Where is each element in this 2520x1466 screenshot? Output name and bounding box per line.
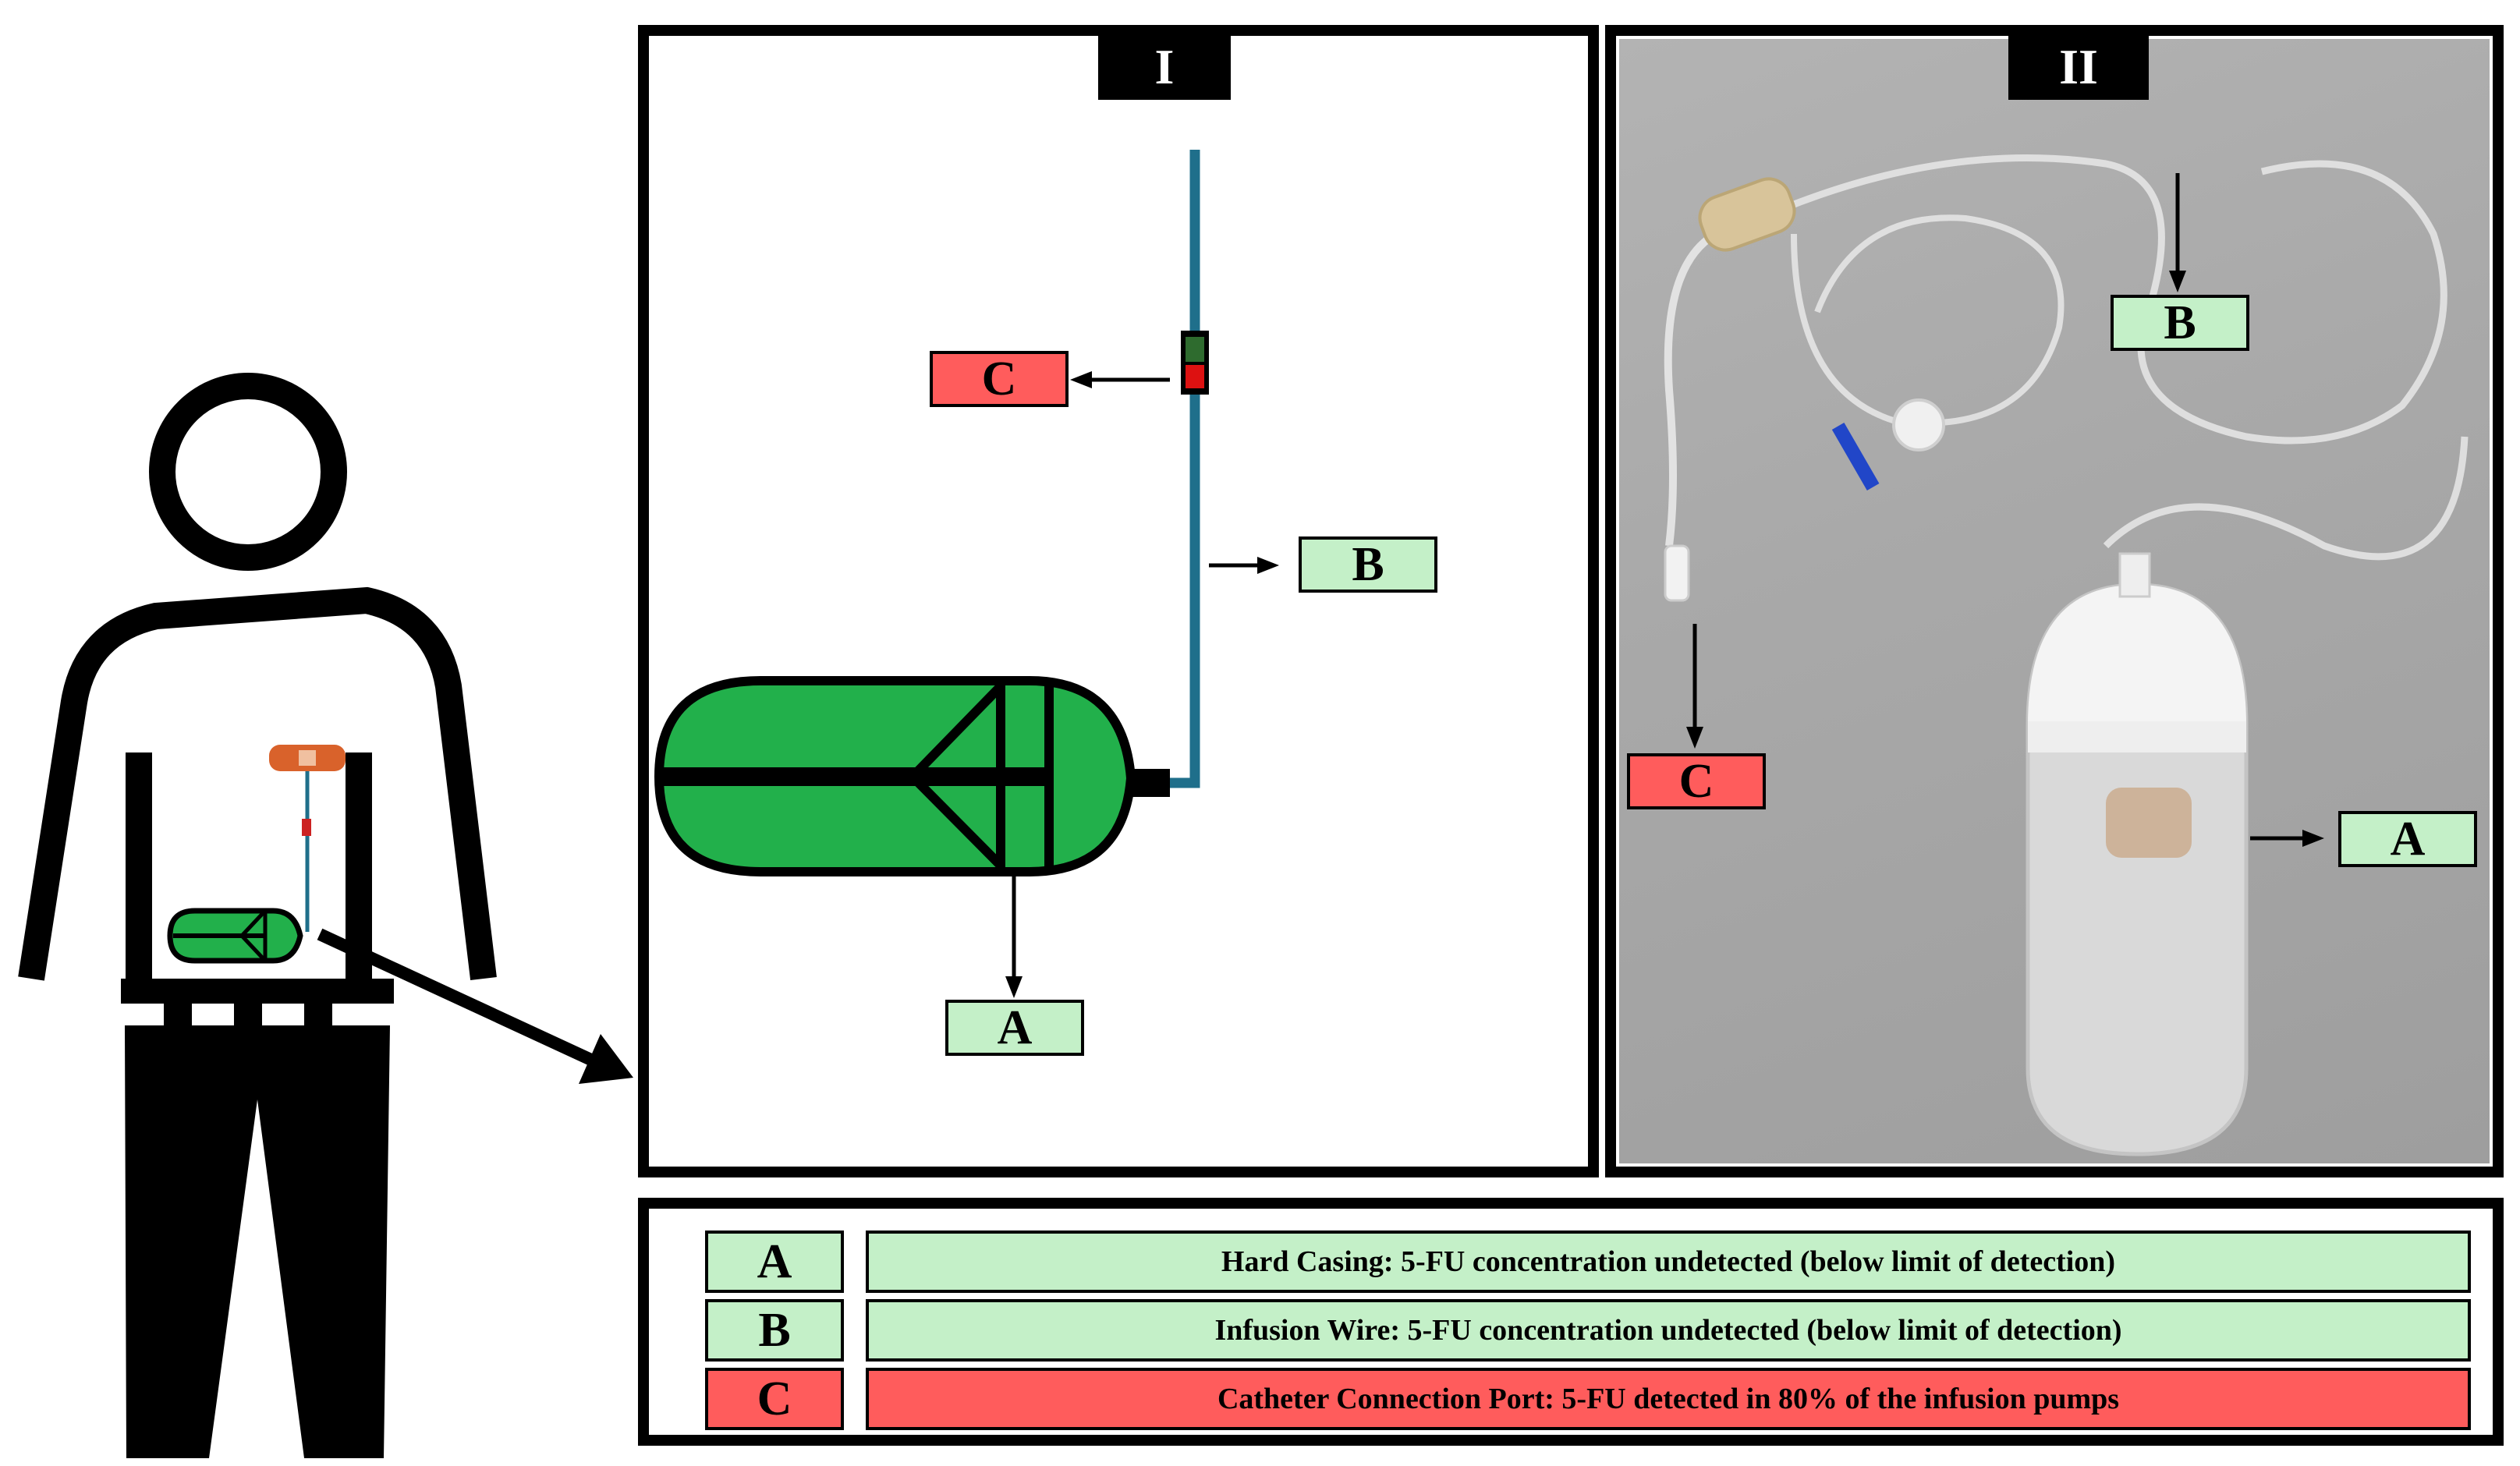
legend-desc-a: Hard Casing: 5-FU concentration undetect…: [866, 1231, 2471, 1293]
legend-row-c: C Catheter Connection Port: 5-FU detecte…: [649, 1368, 2493, 1436]
legend-desc-c: Catheter Connection Port: 5-FU detected …: [866, 1368, 2471, 1430]
panel-title-i: I: [1098, 34, 1231, 100]
person-torso-outline: [18, 586, 497, 981]
pointer-arrowhead: [579, 1034, 633, 1084]
panel-diagram: [638, 25, 1599, 1177]
legend-row-b: B Infusion Wire: 5-FU concentration unde…: [649, 1299, 2493, 1368]
label-b-diagram: B: [1299, 536, 1437, 593]
legend-key-a: A: [705, 1231, 844, 1293]
label-c-diagram: C: [930, 351, 1069, 407]
legend-key-b: B: [705, 1299, 844, 1362]
label-c-photo: C: [1627, 753, 1766, 809]
label-b-photo: B: [2111, 295, 2249, 351]
legend-key-c: C: [705, 1368, 844, 1430]
label-a-diagram: A: [945, 1000, 1084, 1056]
pump-nozzle: [1131, 769, 1170, 797]
legend-desc-b: Infusion Wire: 5-FU concentration undete…: [866, 1299, 2471, 1362]
label-a-photo: A: [2338, 811, 2477, 867]
panel-title-ii: II: [2008, 34, 2149, 100]
legend-row-a: A Hard Casing: 5-FU concentration undete…: [649, 1231, 2493, 1299]
person-belt: [121, 979, 394, 1004]
person-legs: [125, 1025, 390, 1458]
legend-panel: A Hard Casing: 5-FU concentration undete…: [638, 1198, 2504, 1446]
person-head: [149, 373, 347, 571]
